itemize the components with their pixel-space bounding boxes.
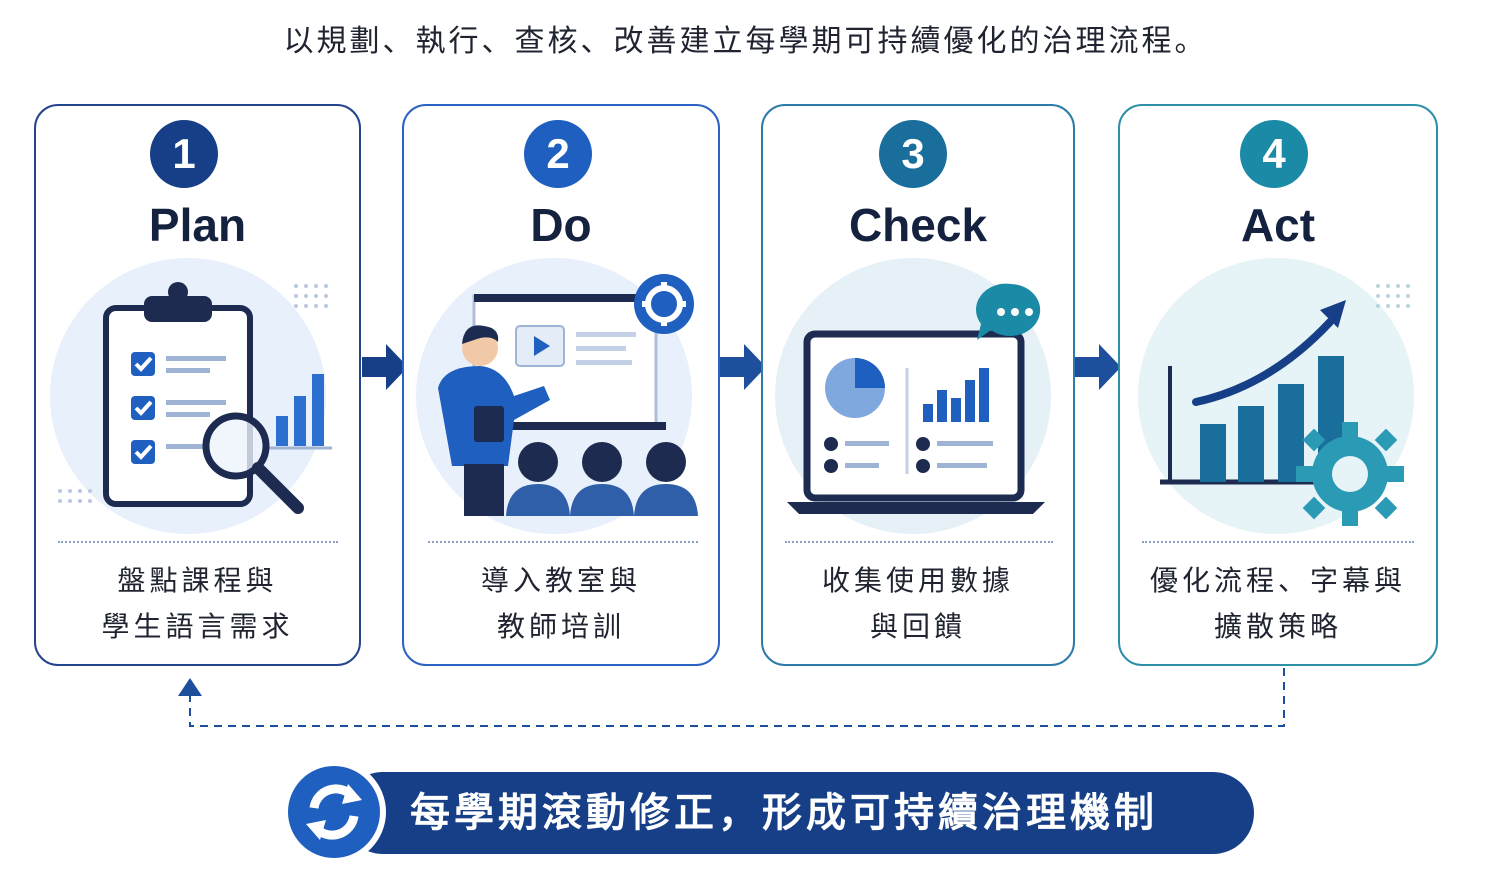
step-title: Plan — [148, 199, 247, 251]
growth-chart-gear-icon — [1138, 258, 1414, 534]
arrow-right-icon — [720, 344, 766, 390]
step-card-plan: 1 Plan 盤點課程與 學生語言需求 — [34, 104, 361, 666]
caption-line: 教師培訓 — [496, 610, 625, 643]
arrow-right-icon — [1075, 344, 1121, 390]
caption-line: 優化流程、字幕與 — [1149, 564, 1406, 597]
card-divider — [58, 541, 338, 543]
summary-banner: 每學期滾動修正，形成可持續治理機制 — [282, 760, 1254, 864]
step-title: Check — [848, 199, 988, 251]
card-divider — [1142, 541, 1414, 543]
laptop-dashboard-icon — [775, 258, 1051, 534]
step-title: Act — [1240, 199, 1316, 251]
step-number-badge: 4 — [1240, 120, 1308, 188]
step-caption: 優化流程、字幕與 擴散策略 — [1120, 558, 1436, 650]
step-number-badge: 1 — [150, 120, 218, 188]
step-number-badge: 2 — [524, 120, 592, 188]
caption-line: 導入教室與 — [480, 564, 641, 597]
banner-text: 每學期滾動修正，形成可持續治理機制 — [410, 790, 1158, 836]
caption-line: 與回饋 — [869, 610, 966, 643]
step-card-do: 2 Do 導入教室與 教師培訓 — [402, 104, 720, 666]
banner-bar — [342, 772, 1254, 854]
refresh-cycle-icon — [282, 760, 386, 864]
page-title: 以規劃、執行、查核、改善建立每學期可持續優化的治理流程。 — [283, 24, 1208, 59]
step-card-check: 3 Check 收集使用數據 與回饋 — [761, 104, 1075, 666]
step-number-badge: 3 — [879, 120, 947, 188]
card-divider — [428, 541, 698, 543]
caption-line: 擴散策略 — [1213, 610, 1342, 643]
step-caption: 導入教室與 教師培訓 — [404, 558, 718, 650]
step-title: Do — [530, 199, 592, 251]
caption-line: 學生語言需求 — [101, 610, 294, 643]
clipboard-checklist-icon — [50, 258, 332, 534]
step-caption: 收集使用數據 與回饋 — [763, 558, 1073, 650]
caption-line: 收集使用數據 — [821, 564, 1014, 597]
card-divider — [785, 541, 1053, 543]
teacher-presentation-icon — [416, 258, 698, 534]
arrow-right-icon — [362, 344, 408, 390]
step-card-act: 4 Act 優化流程、字幕與 擴散策略 — [1118, 104, 1438, 666]
step-caption: 盤點課程與 學生語言需求 — [36, 558, 359, 650]
caption-line: 盤點課程與 — [117, 564, 278, 597]
